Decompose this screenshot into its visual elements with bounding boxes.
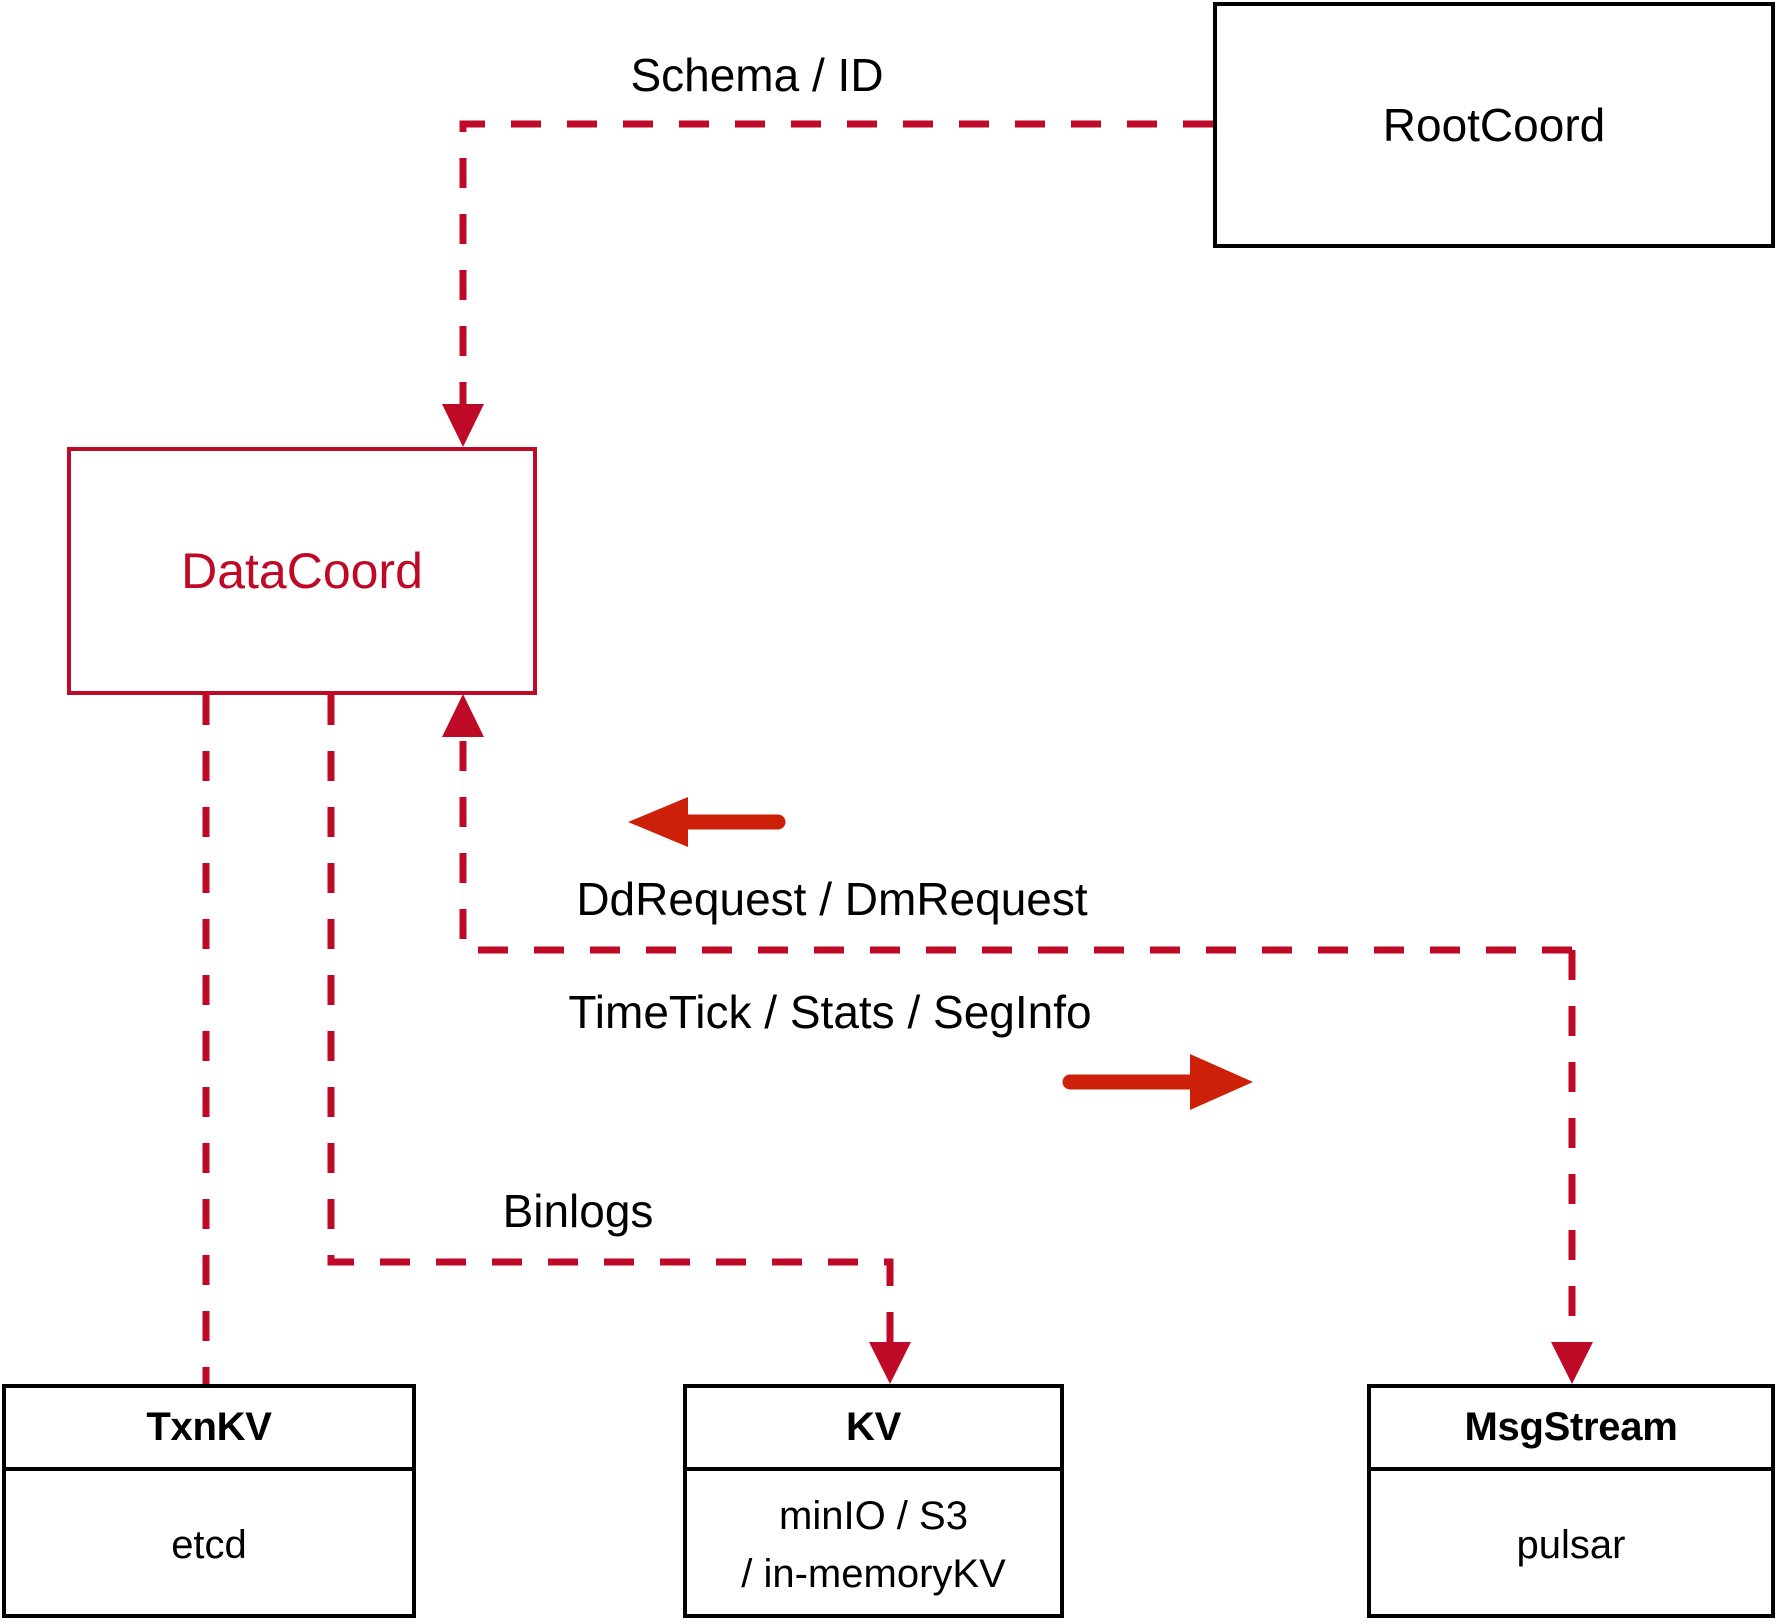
node-datacoord-label: DataCoord — [181, 543, 423, 599]
edge-timetick-stats-seginfo — [1551, 950, 1593, 1384]
node-msgstream[interactable]: MsgStream pulsar — [1367, 1384, 1775, 1618]
outbound-direction-arrow-icon — [1062, 1054, 1253, 1110]
edge-binlogs — [327, 695, 911, 1384]
node-kv-body-line-2: / in-memoryKV — [741, 1551, 1006, 1596]
node-kv-body: minIO / S3 / in-memoryKV — [687, 1467, 1060, 1618]
node-msgstream-body-line-1: pulsar — [1516, 1522, 1626, 1567]
node-txnkv-title: TxnKV — [146, 1405, 272, 1449]
node-kv-title: KV — [846, 1405, 901, 1449]
node-txnkv-body: etcd — [6, 1467, 412, 1618]
edge-schema-id — [442, 120, 1213, 447]
node-txnkv[interactable]: TxnKV etcd — [2, 1384, 416, 1618]
node-msgstream-body: pulsar — [1371, 1467, 1771, 1618]
edge-label-ddrequest-dmrequest: DdRequest / DmRequest — [576, 873, 1088, 925]
node-rootcoord[interactable]: RootCoord — [1213, 2, 1775, 248]
node-kv-body-line-1: minIO / S3 — [779, 1493, 968, 1538]
node-txnkv-body-line-1: etcd — [171, 1522, 247, 1567]
node-datacoord[interactable]: DataCoord — [67, 447, 537, 695]
edge-label-timetick-stats-seginfo: TimeTick / Stats / SegInfo — [568, 986, 1092, 1038]
node-rootcoord-label: RootCoord — [1382, 99, 1606, 151]
edge-label-binlogs: Binlogs — [502, 1185, 654, 1237]
edge-ddrequest-dmrequest — [442, 694, 1572, 954]
node-kv[interactable]: KV minIO / S3 / in-memoryKV — [683, 1384, 1064, 1618]
node-msgstream-title: MsgStream — [1464, 1405, 1678, 1449]
inbound-direction-arrow-icon — [628, 797, 786, 847]
edge-label-schema-id: Schema / ID — [630, 49, 884, 101]
